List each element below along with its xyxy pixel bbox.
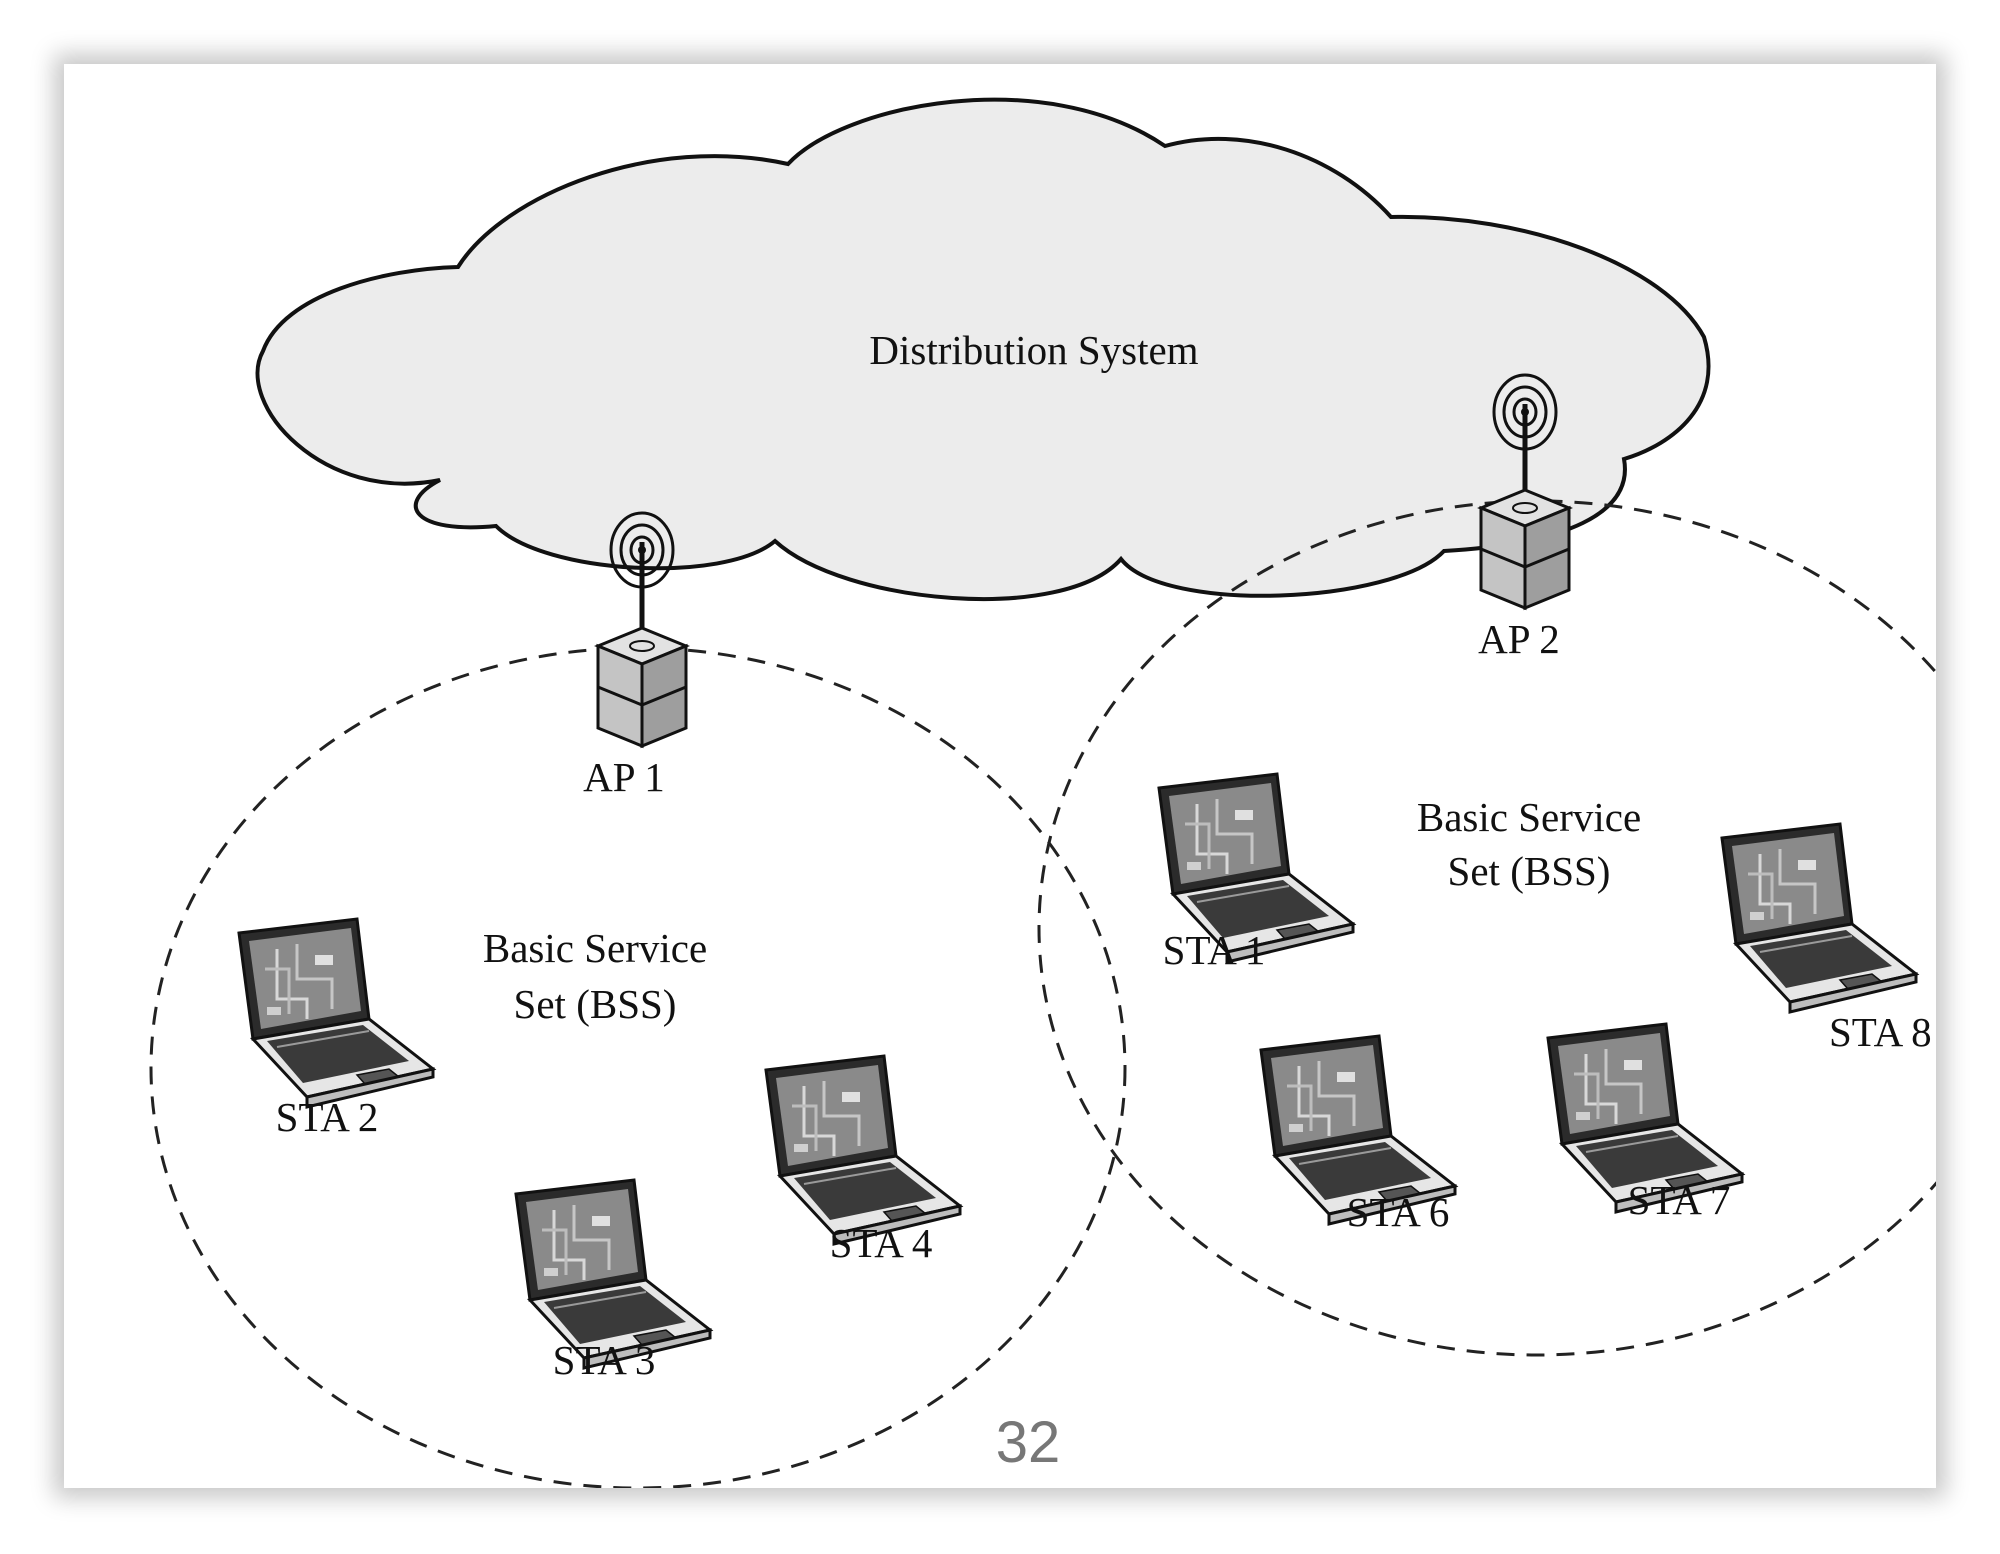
bss-diagram: Distribution System AP 1 AP 2 Basic Serv… (149, 97, 1936, 1488)
access-point-1-icon (598, 513, 686, 746)
bss-range-circle-2 (1037, 499, 1936, 1357)
bss2-label-line2: Set (BSS) (1448, 848, 1611, 894)
bss1-label-line2: Set (BSS) (514, 981, 677, 1027)
page-number: 32 (995, 1410, 1061, 1475)
sta7-label: STA 7 (1628, 1177, 1731, 1223)
ap1-label: AP 1 (583, 754, 665, 800)
sta4-label: STA 4 (830, 1220, 933, 1266)
sta2-label: STA 2 (276, 1094, 379, 1140)
sta1-label: STA 1 (1163, 927, 1266, 973)
laptop-sta2-icon (237, 917, 435, 1109)
bss2-label-line1: Basic Service (1417, 794, 1641, 840)
slide-page: Distribution System AP 1 AP 2 Basic Serv… (64, 64, 1936, 1488)
sta6-label: STA 6 (1347, 1189, 1450, 1235)
ap2-label: AP 2 (1478, 616, 1560, 662)
laptop-sta8-icon (1720, 822, 1918, 1014)
sta8-label: STA 8 (1829, 1009, 1932, 1055)
laptop-sta4-icon (764, 1054, 962, 1246)
bss1-label-line1: Basic Service (483, 925, 707, 971)
distribution-system-label: Distribution System (869, 327, 1198, 373)
sta3-label: STA 3 (553, 1337, 656, 1383)
distribution-system-cloud (255, 97, 1711, 602)
